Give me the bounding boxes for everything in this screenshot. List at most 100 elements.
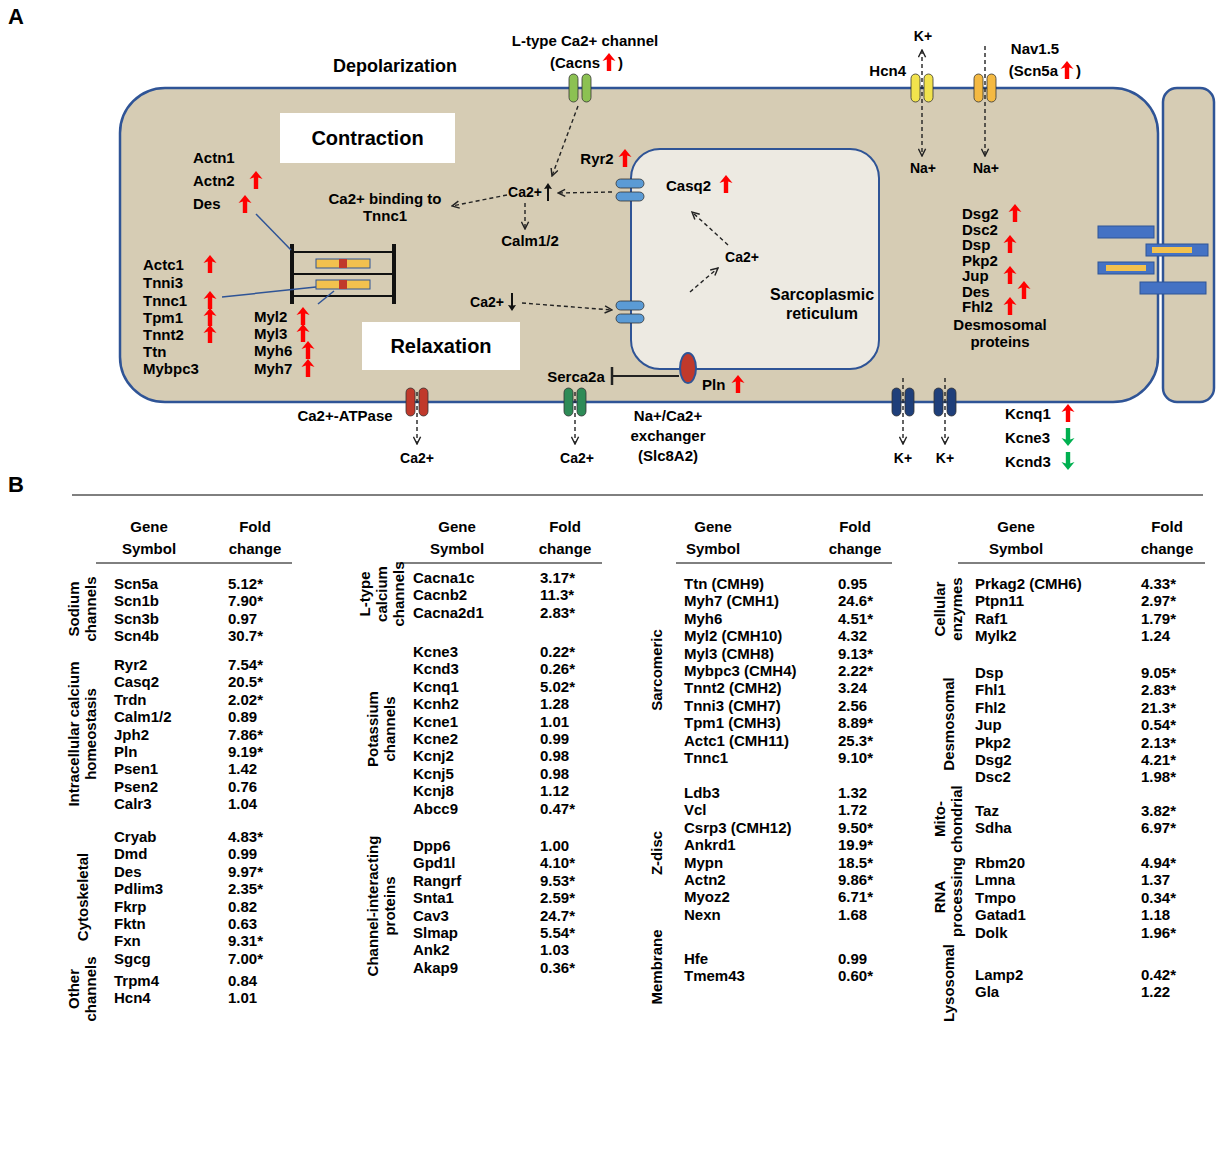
gene-symbol-box: Fhl2 [975, 698, 1006, 715]
gene-label: Dsp [962, 236, 990, 253]
fold-change: 2.59* [540, 889, 575, 906]
fold-change: 5.12* [228, 575, 263, 592]
gene-symbol-box: Dolk [975, 923, 1008, 940]
gene-label-box: Tnnt2 [143, 326, 184, 343]
table-rule [72, 495, 1205, 563]
upregulation-arrow [1061, 61, 1074, 79]
ion-label-box: Ca2+ [470, 294, 504, 310]
fold-change-box: 3.24 [838, 679, 867, 696]
gene-symbol-box: Gpd1l [413, 854, 456, 871]
gene-label: Actc1 [143, 256, 184, 273]
ion-flow-arrow [416, 392, 417, 444]
gene-label-box: Actn2 [193, 172, 235, 189]
gene-symbol: Cryab [114, 828, 157, 845]
fold-change-box: 1.68 [838, 905, 867, 922]
ion-label-box: Ca2+ [725, 249, 759, 265]
desmosome [1106, 265, 1146, 271]
gene-label: ) [618, 54, 623, 71]
panel-letter: A [8, 4, 24, 29]
category-label: Other channels [65, 956, 99, 1021]
gene-symbol-box: Myl3 (CMH8) [684, 644, 774, 661]
ion-flow-arrow [944, 378, 945, 444]
gene-symbol-box: Lmna [975, 871, 1015, 888]
fold-change: 9.10* [838, 749, 873, 766]
gene-symbol-box: Gatad1 [975, 906, 1026, 923]
fold-change-box: 0.97 [228, 609, 257, 626]
gene-symbol: Myh7 (CMH1) [684, 592, 779, 609]
category-label: RNA processing [931, 857, 965, 937]
gene-label-box: Dsp [962, 236, 990, 253]
fold-change: 4.33* [1141, 575, 1176, 592]
gene-symbol: Nexn [684, 905, 721, 922]
fold-change-box: 4.32 [838, 627, 867, 644]
gene-symbol-box: Calm1/2 [114, 708, 172, 725]
fold-change: 9.53* [540, 871, 575, 888]
gene-symbol-box: Sgcg [114, 949, 151, 966]
fold-change-box: 1.28 [540, 695, 569, 712]
gene-symbol-box: Dsp [975, 664, 1003, 681]
gene-symbol-box: Ttn (CMH9) [684, 575, 764, 592]
ion-flow-arrow [692, 212, 728, 245]
gene-label-box: (Cacns [550, 54, 600, 71]
fold-change: 0.47* [540, 799, 575, 816]
fold-change: 7.90* [228, 592, 263, 609]
gene-symbol: Scn1b [114, 592, 159, 609]
gene-symbol-box: Actn2 [684, 871, 726, 888]
upregulation-arrow [732, 375, 745, 393]
upregulation-arrow [297, 324, 310, 342]
gene-symbol: Actn2 [684, 871, 726, 888]
gene-symbol: Tpm1 (CMH3) [684, 714, 781, 731]
fold-change: 18.5* [838, 853, 873, 870]
column-header: Gene Symbol [686, 518, 740, 557]
ion-label: Ca2+ [470, 294, 504, 310]
fold-change: 0.54* [1141, 716, 1176, 733]
column-header-box: Fold change [1137, 516, 1197, 560]
gene-symbol-box: Raf1 [975, 609, 1008, 626]
fold-change: 9.13* [838, 644, 873, 661]
sarcomere [339, 280, 347, 289]
gene-symbol-box: Fkrp [114, 897, 147, 914]
sarcomere [339, 259, 347, 268]
phospholamban [612, 375, 679, 377]
upregulation-arrow [619, 149, 632, 167]
gene-symbol: Actc1 (CMH11) [684, 731, 789, 748]
column-header-box: Gene Symbol [678, 516, 748, 560]
fold-change: 1.72 [838, 801, 867, 818]
fold-change-box: 2.02* [228, 690, 263, 707]
fold-change: 0.36* [540, 958, 575, 975]
gene-label-box: Actn1 [193, 149, 235, 166]
fold-change-box: 3.17* [540, 569, 575, 586]
gene-symbol: Mylk2 [975, 627, 1017, 644]
fold-change-box: 0.84 [228, 972, 257, 989]
ion-label: Ca2+ [508, 184, 542, 200]
group-label-box: Desmosomal proteins [945, 316, 1055, 350]
gene-symbol-box: Fktn [114, 915, 146, 932]
gene-symbol: Kcne2 [413, 730, 458, 747]
gene-symbol-box: Mypn [684, 853, 723, 870]
fold-change: 2.97* [1141, 592, 1176, 609]
gene-label-box: Myh7 [254, 360, 292, 377]
ion-label: K+ [914, 28, 932, 44]
gene-symbol-box: Snta1 [413, 889, 454, 906]
gene-symbol-box: Akap9 [413, 958, 458, 975]
category-label-box: Sarcomeric [648, 605, 665, 735]
gene-label-box: ) [618, 54, 623, 71]
ion-flow-arrow [552, 106, 578, 176]
fold-change: 1.03 [540, 941, 569, 958]
fold-change-box: 1.79* [1141, 609, 1176, 626]
gene-symbol-box: Hcn4 [114, 989, 151, 1006]
gene-symbol: Myl2 (CMH10) [684, 627, 782, 644]
fold-change-box: 5.12* [228, 575, 263, 592]
leader-line [222, 287, 316, 297]
fold-change: 8.89* [838, 714, 873, 731]
gene-symbol-box: Rangrf [413, 871, 461, 888]
gene-symbol-box: Cacna1c [413, 569, 475, 586]
gene-label-box: Ryr2 [580, 150, 613, 167]
gene-symbol-box: Kcnd3 [413, 660, 459, 677]
fold-change: 1.79* [1141, 609, 1176, 626]
process-label-box: Depolarization [333, 56, 457, 77]
fold-change: 0.82 [228, 897, 257, 914]
gene-symbol-box: Myh7 (CMH1) [684, 592, 779, 609]
gene-symbol-box: Abcc9 [413, 799, 458, 816]
